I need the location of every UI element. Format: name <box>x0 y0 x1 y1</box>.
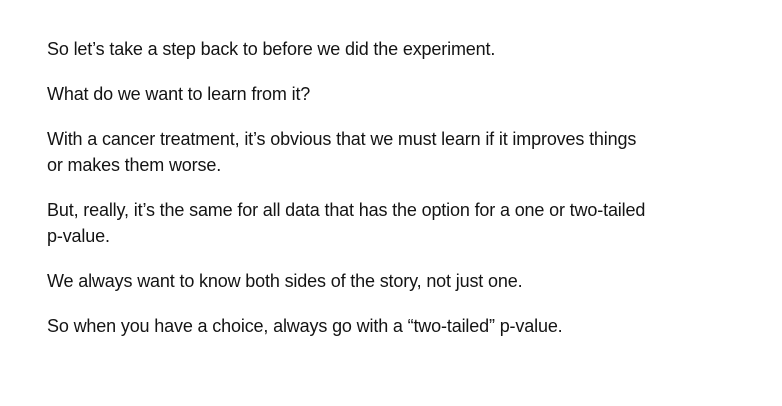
paragraph-line: So let’s take a step back to before we d… <box>47 39 496 59</box>
paragraph-same-for-all-data: But, really, it’s the same for all data … <box>47 197 767 249</box>
paragraph-cancer-treatment: With a cancer treatment, it’s obvious th… <box>47 126 767 178</box>
text-block: So let’s take a step back to before we d… <box>47 36 767 339</box>
paragraph-line: What do we want to learn from it? <box>47 84 311 104</box>
paragraph-line: But, really, it’s the same for all data … <box>47 200 646 220</box>
paragraph-step-back: So let’s take a step back to before we d… <box>47 36 767 62</box>
paragraph-what-to-learn: What do we want to learn from it? <box>47 81 767 107</box>
paragraph-line: With a cancer treatment, it’s obvious th… <box>47 129 637 149</box>
paragraph-line: We always want to know both sides of the… <box>47 271 523 291</box>
paragraph-line: p-value. <box>47 226 110 246</box>
paragraph-line: So when you have a choice, always go wit… <box>47 316 563 336</box>
paragraph-two-tailed-choice: So when you have a choice, always go wit… <box>47 313 767 339</box>
paragraph-both-sides: We always want to know both sides of the… <box>47 268 767 294</box>
paragraph-line: or makes them worse. <box>47 155 222 175</box>
